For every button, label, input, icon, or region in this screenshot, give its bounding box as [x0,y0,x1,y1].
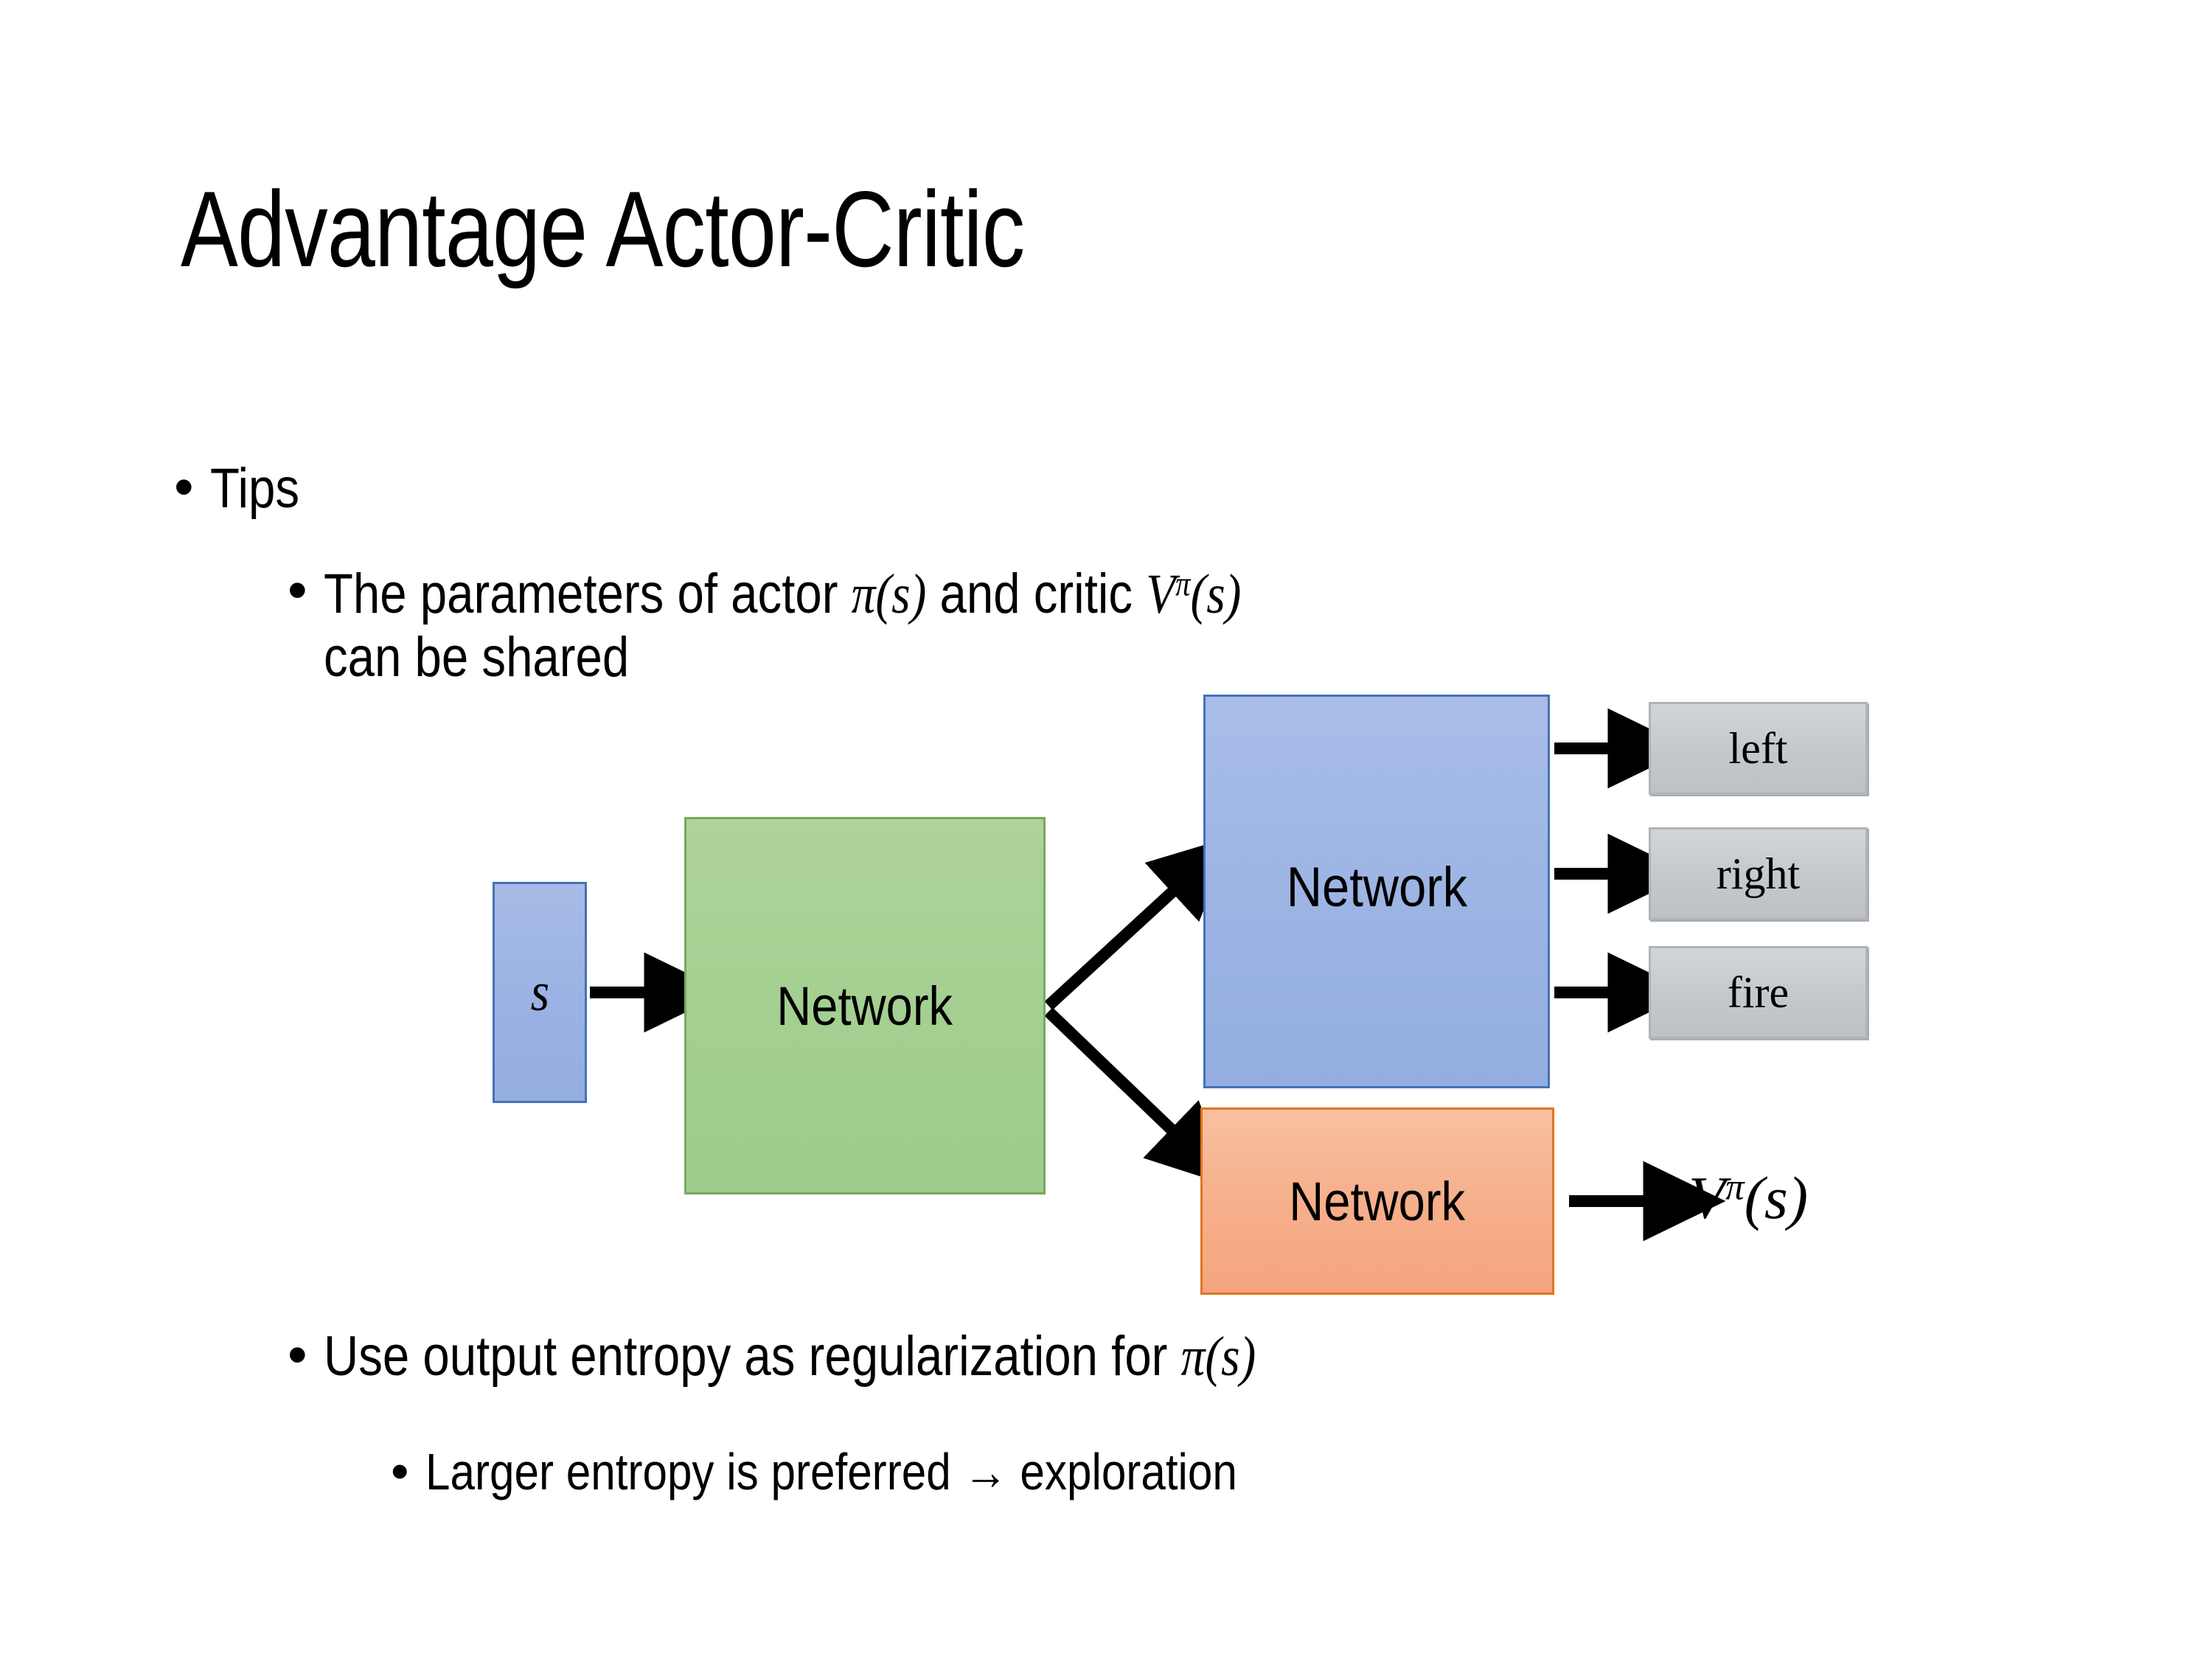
paren-open: ( [874,563,891,625]
v-superscript-pi: π [1725,1166,1745,1208]
shared-network-label: Network [776,975,953,1037]
shared-network-box[interactable]: Network [684,817,1046,1194]
critic-output-value: Vπ(s) [1688,1164,1808,1233]
v-glyph: V [1145,563,1175,625]
pi-glyph: π [851,563,875,625]
policy-symbol: π(s) [1180,1326,1256,1388]
paren-open: ( [1204,1326,1221,1388]
v-glyph: V [1688,1164,1726,1231]
value-function-symbol: Vπ(s) [1146,563,1241,625]
bullet-glyph: • [174,456,194,518]
paren-close: ) [1787,1164,1809,1231]
critic-network-label: Network [1289,1170,1466,1232]
bullet-tips: • Tips [174,459,313,518]
paren-close: ) [1225,563,1242,625]
bullet-glyph: • [288,559,307,622]
bullet-entropy-regularization: • Use output entropy as regularization f… [288,1327,1408,1387]
paren-close: ) [910,563,926,625]
state-input-label: s [530,961,549,1023]
params-prefix: The parameters of actor [323,563,852,625]
bullet-entropy-text: Use output entropy as regularization for… [324,1327,1256,1387]
policy-symbol: π(s) [851,563,926,625]
arrow-shared-to-critic [1044,1007,1231,1186]
params-mid: and critic [925,563,1146,625]
state-arg: s [891,563,911,625]
state-arg: s [1206,563,1225,625]
bullet-larger-entropy: • Larger entropy is preferred → explorat… [391,1442,1369,1500]
entropy-prefix: Use output entropy as regularization for [323,1325,1181,1388]
action-box-fire[interactable]: fire [1649,946,1868,1039]
action-label-right: right [1716,849,1801,898]
action-box-left[interactable]: left [1649,702,1868,795]
action-label-fire: fire [1727,967,1790,1017]
pi-glyph: π [1180,1326,1205,1388]
state-input-box[interactable]: s [493,882,587,1103]
paren-open: ( [1190,563,1206,625]
v-superscript-pi: π [1175,565,1191,604]
bullet-parameters-text: The parameters of actor π(s) and critic … [324,563,1833,689]
critic-network-box[interactable]: Network [1200,1107,1554,1295]
actor-network-label: Network [1286,855,1467,919]
state-arg: s [1220,1326,1240,1388]
page-title: Advantage Actor-Critic [181,169,1025,289]
arrow-shared-to-actor [1044,836,1233,1010]
bullet-larger-label: Larger entropy is preferred → exploratio… [425,1443,1237,1500]
bullet-parameters-shared: • The parameters of actor π(s) and criti… [288,563,2094,689]
state-arg: s [1764,1164,1788,1231]
actor-network-box[interactable]: Network [1203,695,1550,1088]
paren-open: ( [1744,1164,1764,1231]
action-label-left: left [1728,723,1788,773]
bullet-glyph: • [391,1442,409,1500]
bullet-tips-label: Tips [209,457,299,520]
action-box-right[interactable]: right [1649,827,1868,920]
bullet-glyph: • [288,1324,307,1386]
paren-close: ) [1239,1326,1256,1388]
params-tail: can be shared [323,626,629,689]
